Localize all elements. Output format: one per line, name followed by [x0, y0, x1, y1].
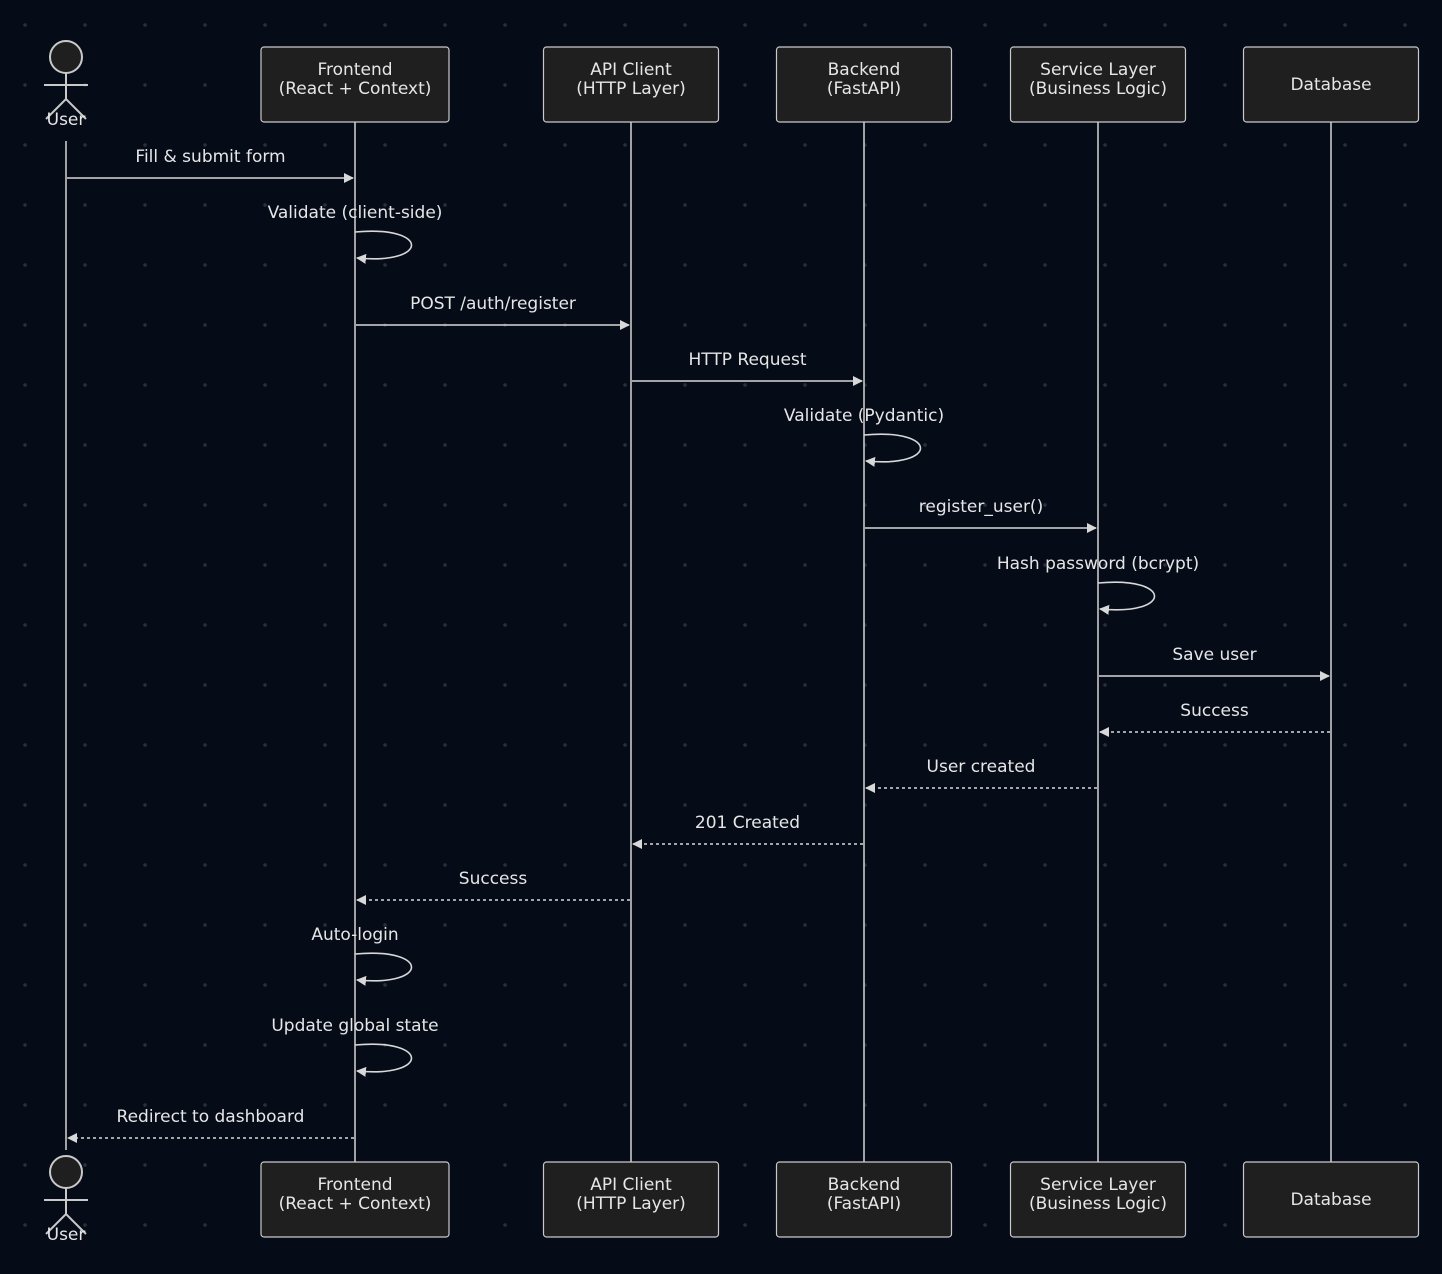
participant-box [775, 46, 953, 123]
message-7: Hash password (bcrypt) [997, 554, 1199, 615]
participant-apiclient-bottom: API Client(HTTP Layer) [542, 1161, 720, 1238]
participant-user-bottom: User [44, 1155, 88, 1245]
message-label: Update global state [271, 1016, 438, 1036]
participant-label: Frontend [317, 60, 392, 80]
participant-label: Frontend [317, 1175, 392, 1195]
self-arrow [354, 230, 413, 264]
message-2: Validate (client-side) [268, 203, 443, 264]
participant-label: Service Layer [1040, 1175, 1156, 1195]
message-label: Validate (client-side) [268, 203, 443, 223]
message-3: POST /auth/register [356, 294, 630, 330]
participant-apiclient-top: API Client(HTTP Layer) [542, 46, 720, 123]
message-label: Success [1180, 701, 1249, 721]
message-14: Update global state [271, 1016, 439, 1077]
self-arrow [1097, 581, 1156, 615]
self-arrow [354, 952, 413, 986]
participant-box [1242, 1161, 1420, 1238]
message-12: Success [356, 869, 630, 905]
participant-label: (Business Logic) [1029, 1194, 1167, 1214]
message-label: Auto-login [311, 925, 398, 945]
message-8: Save user [1099, 645, 1330, 681]
self-arrow [863, 433, 922, 467]
message-1: Fill & submit form [67, 147, 354, 183]
message-6: register_user() [865, 497, 1097, 533]
message-label: POST /auth/register [410, 294, 576, 314]
participant-box [542, 1161, 720, 1238]
message-label: 201 Created [695, 813, 800, 833]
participant-frontend-bottom: Frontend(React + Context) [260, 1161, 450, 1238]
participant-database-bottom: Database [1242, 1161, 1420, 1238]
actor-body-icon [44, 1188, 88, 1235]
participant-label: API Client [590, 1175, 672, 1195]
message-13: Auto-login [311, 925, 413, 986]
participant-label: User [47, 1225, 86, 1245]
participant-label: Service Layer [1040, 60, 1156, 80]
participant-frontend-top: Frontend(React + Context) [260, 46, 450, 123]
participant-database-top: Database [1242, 46, 1420, 123]
message-label: User created [927, 757, 1036, 777]
participant-label: (React + Context) [279, 1194, 432, 1214]
message-label: Hash password (bcrypt) [997, 554, 1199, 574]
participant-label: Backend [828, 1175, 901, 1195]
participant-label: (HTTP Layer) [576, 1194, 686, 1214]
message-label: Redirect to dashboard [117, 1107, 305, 1127]
message-label: register_user() [919, 497, 1043, 517]
participant-box [1242, 46, 1420, 123]
message-9: Success [1099, 701, 1330, 737]
message-label: Validate (Pydantic) [784, 406, 944, 426]
message-11: 201 Created [632, 813, 863, 849]
participant-label: Database [1290, 75, 1371, 95]
participant-label: Backend [828, 60, 901, 80]
participant-label: API Client [590, 60, 672, 80]
participant-box [1009, 1161, 1187, 1238]
message-10: User created [865, 757, 1097, 793]
participant-label: User [47, 110, 86, 130]
message-label: HTTP Request [689, 350, 807, 370]
message-label: Fill & submit form [135, 147, 285, 167]
message-label: Success [459, 869, 528, 889]
participant-service-top: Service Layer(Business Logic) [1009, 46, 1187, 123]
participant-label: (HTTP Layer) [576, 79, 686, 99]
lifelines [65, 122, 1332, 1162]
message-5: Validate (Pydantic) [784, 406, 944, 467]
participant-label: (FastAPI) [827, 79, 901, 99]
message-4: HTTP Request [632, 350, 863, 386]
message-label: Save user [1172, 645, 1256, 665]
participant-backend-top: Backend(FastAPI) [775, 46, 953, 123]
message-15: Redirect to dashboard [67, 1107, 354, 1143]
actor-head-icon [49, 40, 83, 74]
participant-box [542, 46, 720, 123]
participant-label: Database [1290, 1190, 1371, 1210]
participant-label: (Business Logic) [1029, 79, 1167, 99]
participant-backend-bottom: Backend(FastAPI) [775, 1161, 953, 1238]
participant-user-top: User [44, 40, 88, 130]
participant-service-bottom: Service Layer(Business Logic) [1009, 1161, 1187, 1238]
participant-box [775, 1161, 953, 1238]
actor-head-icon [49, 1155, 83, 1189]
self-arrow [354, 1043, 413, 1077]
participant-box [260, 46, 450, 123]
participant-label: (FastAPI) [827, 1194, 901, 1214]
participant-box [1009, 46, 1187, 123]
participant-label: (React + Context) [279, 79, 432, 99]
actor-body-icon [44, 73, 88, 120]
participant-box [260, 1161, 450, 1238]
